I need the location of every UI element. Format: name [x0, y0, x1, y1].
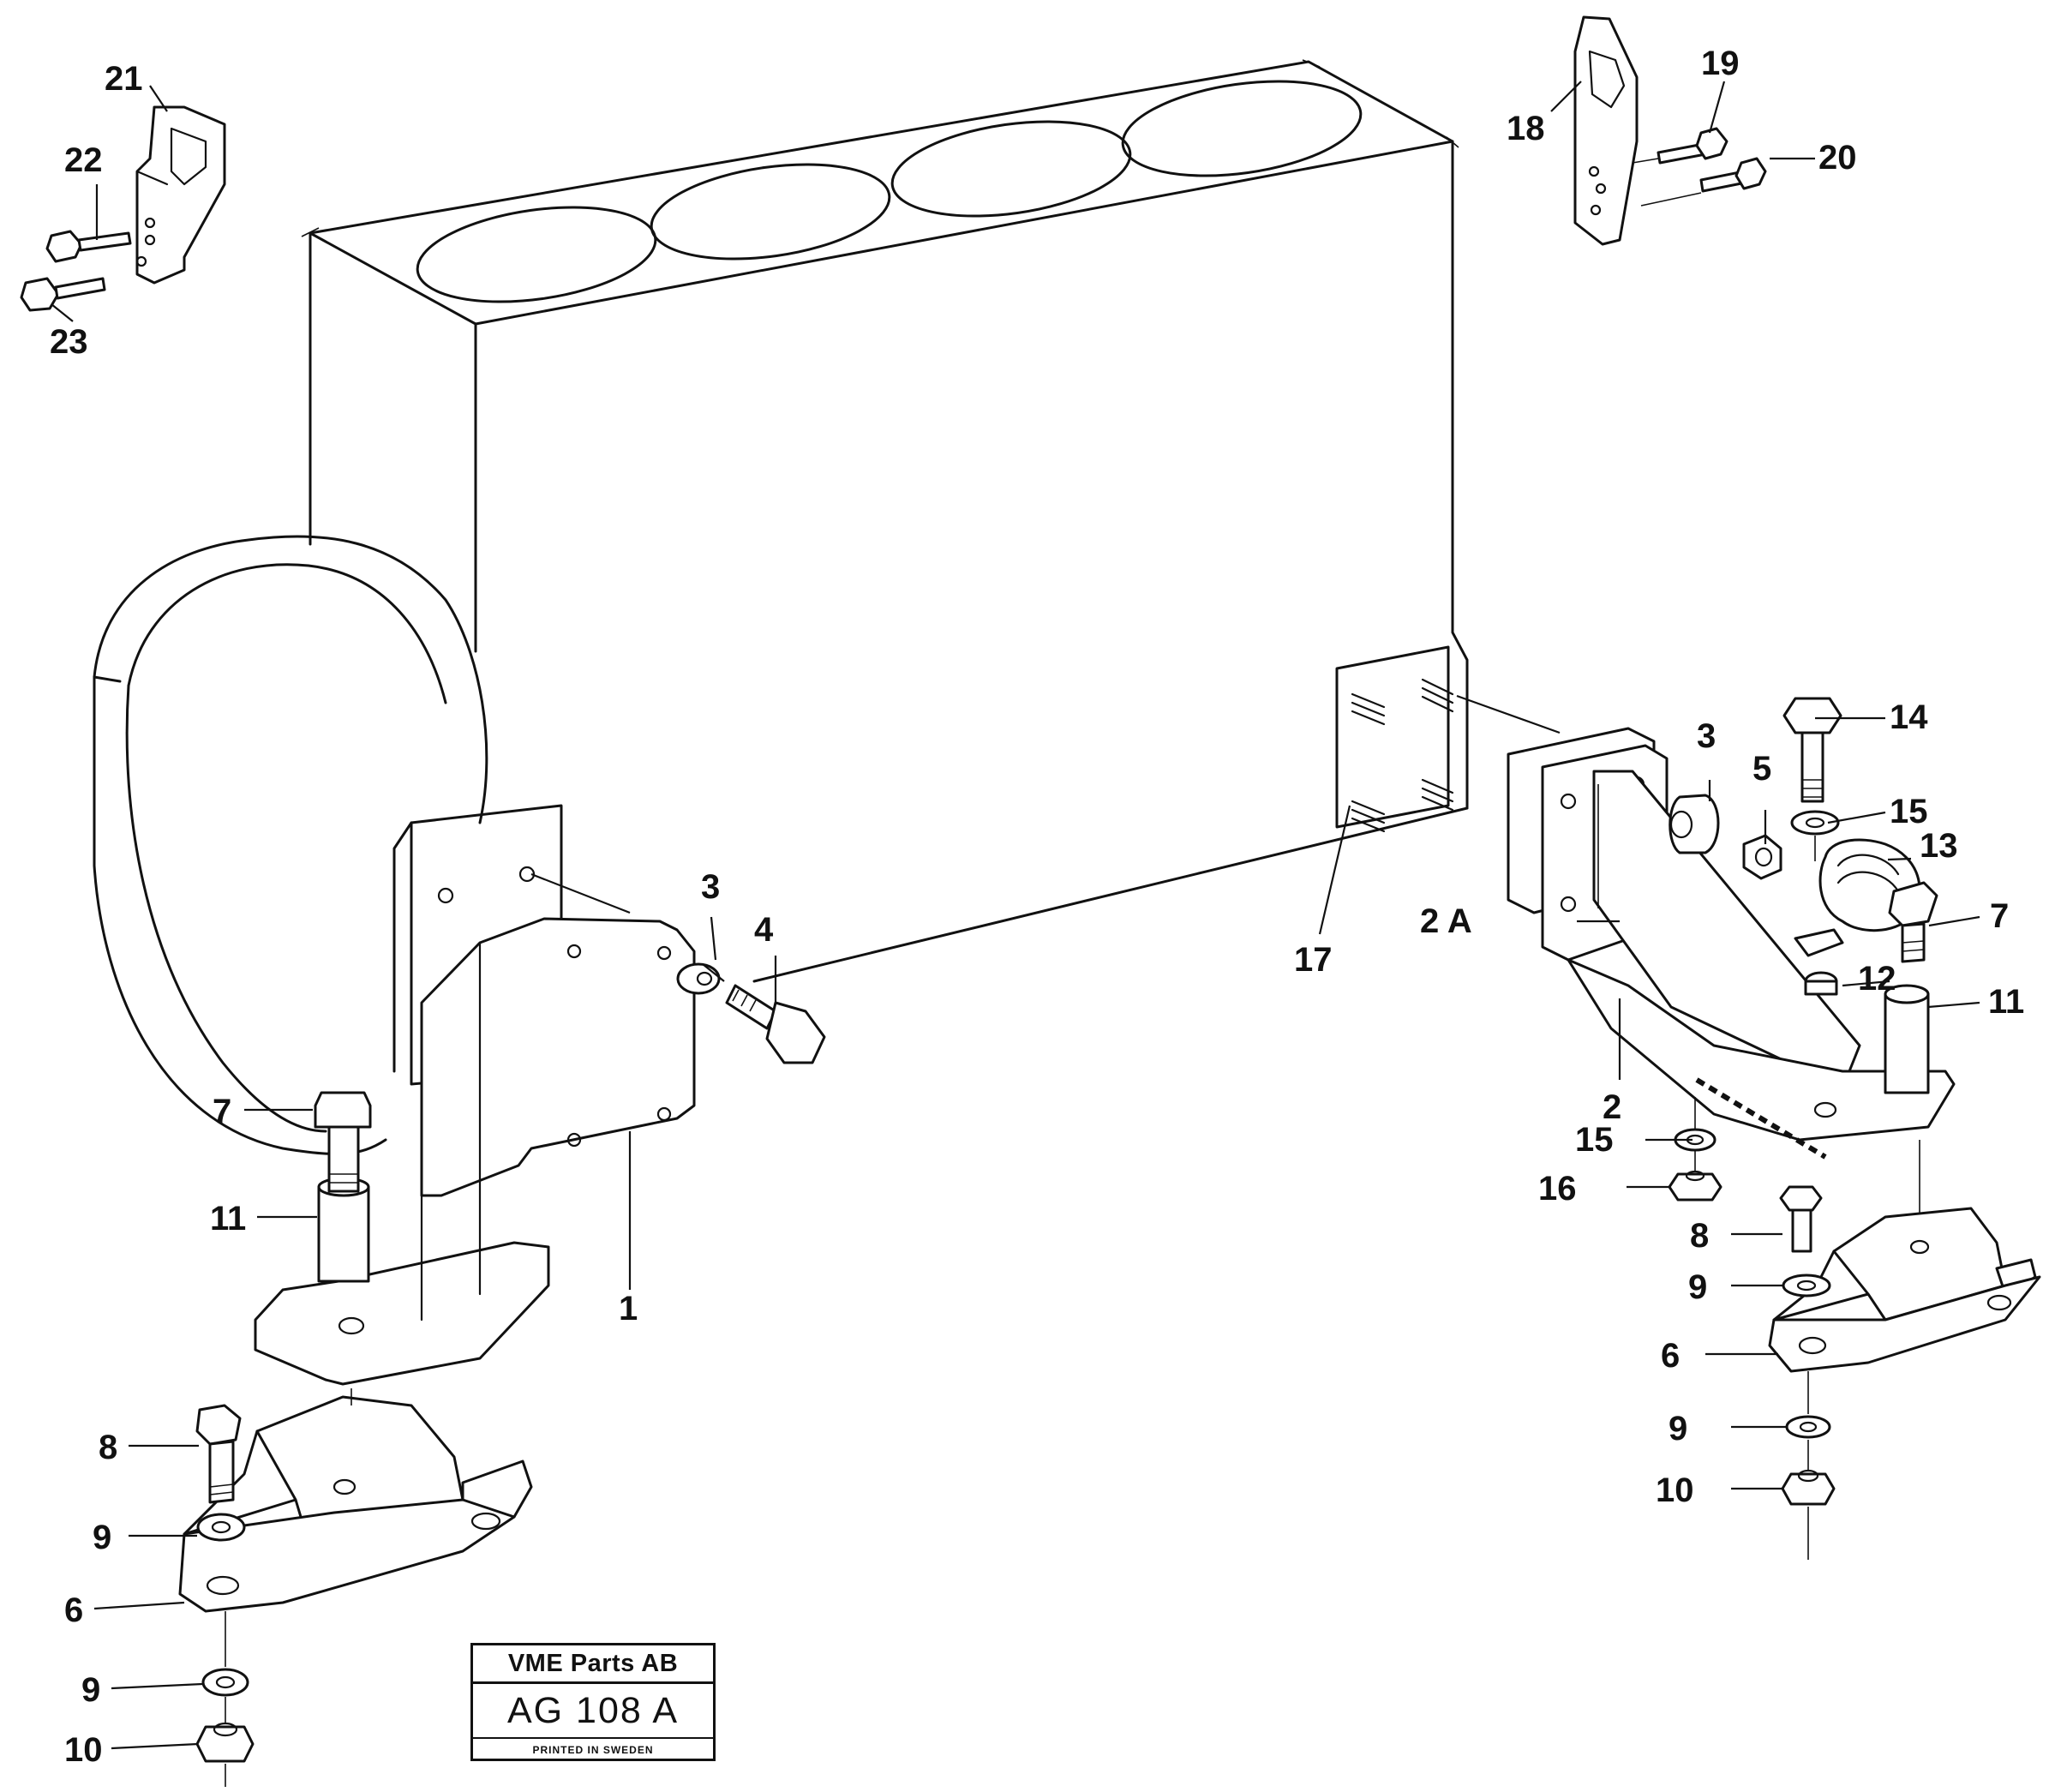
callout-10-left: 10	[64, 1731, 103, 1769]
right-rubber-mount	[1768, 1140, 2041, 1560]
title-block: VME Parts AB AG 108 A PRINTED IN SWEDEN	[470, 1643, 716, 1761]
left-bolt-assembly	[676, 962, 826, 1064]
callout-14: 14	[1890, 698, 1928, 736]
callout-1: 1	[619, 1290, 638, 1328]
callout-8-left: 8	[99, 1429, 117, 1466]
callout-19: 19	[1701, 45, 1740, 82]
drawing-code: AG 108 A	[473, 1684, 713, 1739]
callout-10-right: 10	[1656, 1471, 1694, 1509]
callout-18: 18	[1507, 110, 1545, 147]
callout-21: 21	[105, 60, 143, 98]
callout-4: 4	[754, 911, 774, 949]
callout-7-left: 7	[213, 1093, 231, 1130]
callout-22: 22	[64, 141, 103, 179]
callout-6-right: 6	[1661, 1337, 1680, 1375]
printed-note: PRINTED IN SWEDEN	[532, 1744, 654, 1756]
engine-block	[301, 59, 1469, 983]
leader-lines	[51, 81, 1980, 1750]
callout-9-left-top: 9	[93, 1519, 111, 1556]
right-fasteners	[1668, 697, 1938, 1202]
left-bracket	[254, 917, 696, 1386]
callout-9-left-bottom: 9	[81, 1671, 100, 1709]
callout-15-top: 15	[1890, 793, 1928, 830]
left-rubber-mount	[178, 1388, 533, 1787]
callout-11-left: 11	[210, 1200, 246, 1238]
callout-3-left: 3	[701, 868, 720, 906]
callout-12: 12	[1858, 960, 1896, 998]
callout-11-right: 11	[1988, 983, 2024, 1021]
callout-9-right-top: 9	[1688, 1268, 1707, 1306]
top-right-bracket	[1573, 15, 1767, 246]
callout-16: 16	[1538, 1170, 1577, 1208]
callout-13: 13	[1920, 827, 1958, 865]
company-name: VME Parts AB	[473, 1645, 713, 1684]
callout-5: 5	[1752, 750, 1771, 788]
callout-2a: 2 A	[1420, 902, 1472, 940]
right-bracket	[1507, 727, 1956, 1160]
top-left-bracket	[20, 105, 226, 312]
callout-15-bottom: 15	[1575, 1121, 1614, 1159]
callout-17: 17	[1294, 941, 1333, 979]
callout-9-right-bottom: 9	[1669, 1410, 1687, 1447]
callout-8-right: 8	[1690, 1217, 1709, 1255]
callout-2: 2	[1603, 1088, 1621, 1126]
callout-20: 20	[1818, 139, 1857, 177]
callout-6-left: 6	[64, 1591, 83, 1629]
callout-3-right: 3	[1697, 717, 1716, 755]
callout-7-right: 7	[1990, 897, 2009, 935]
callout-23: 23	[50, 323, 88, 361]
callout-labels: 21 22 23 18 19 20 14 15 13 7 12 11 3 5 2…	[50, 45, 2024, 1769]
stud-plate	[1335, 645, 1561, 833]
